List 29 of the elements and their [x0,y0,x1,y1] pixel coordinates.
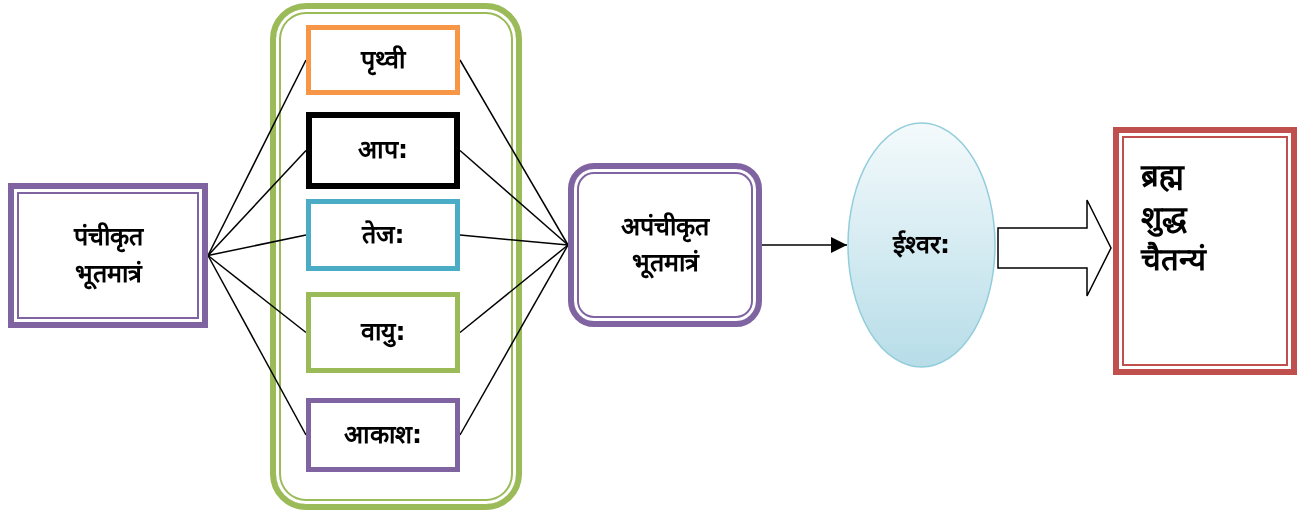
connector-line [207,254,307,334]
connector-line [459,149,569,246]
box-label: अपंचीकृत भूतमात्रं [620,210,711,281]
block-arrow [997,199,1112,297]
process-box [306,25,460,95]
box-label: तेज: [361,218,405,251]
connector-line [459,234,569,246]
connector-line [459,59,569,246]
process-box [306,199,460,271]
double-border-box [568,163,762,327]
double-border-box [8,183,208,328]
double-border-box [1113,127,1297,375]
box-label: आप: [358,134,408,167]
connector-line [459,244,569,334]
arrow [761,237,848,253]
process-box [306,292,460,373]
connector-line [207,234,307,257]
box-label: पृथ्वी [361,43,405,78]
ellipse-node [847,122,996,368]
connector-line [459,244,569,436]
connector-line [207,149,307,257]
double-border-box [270,3,522,510]
process-box [306,112,460,189]
process-box [306,398,460,472]
box-label: ईश्वर: [893,228,950,261]
box-label: आकाश: [344,418,422,451]
box-label: वायु: [360,316,406,350]
box-label: ब्रह्म शुद्ध चैतन्यं [1141,156,1208,279]
box-label: पंचीकृत भूतमात्रं [72,221,145,292]
